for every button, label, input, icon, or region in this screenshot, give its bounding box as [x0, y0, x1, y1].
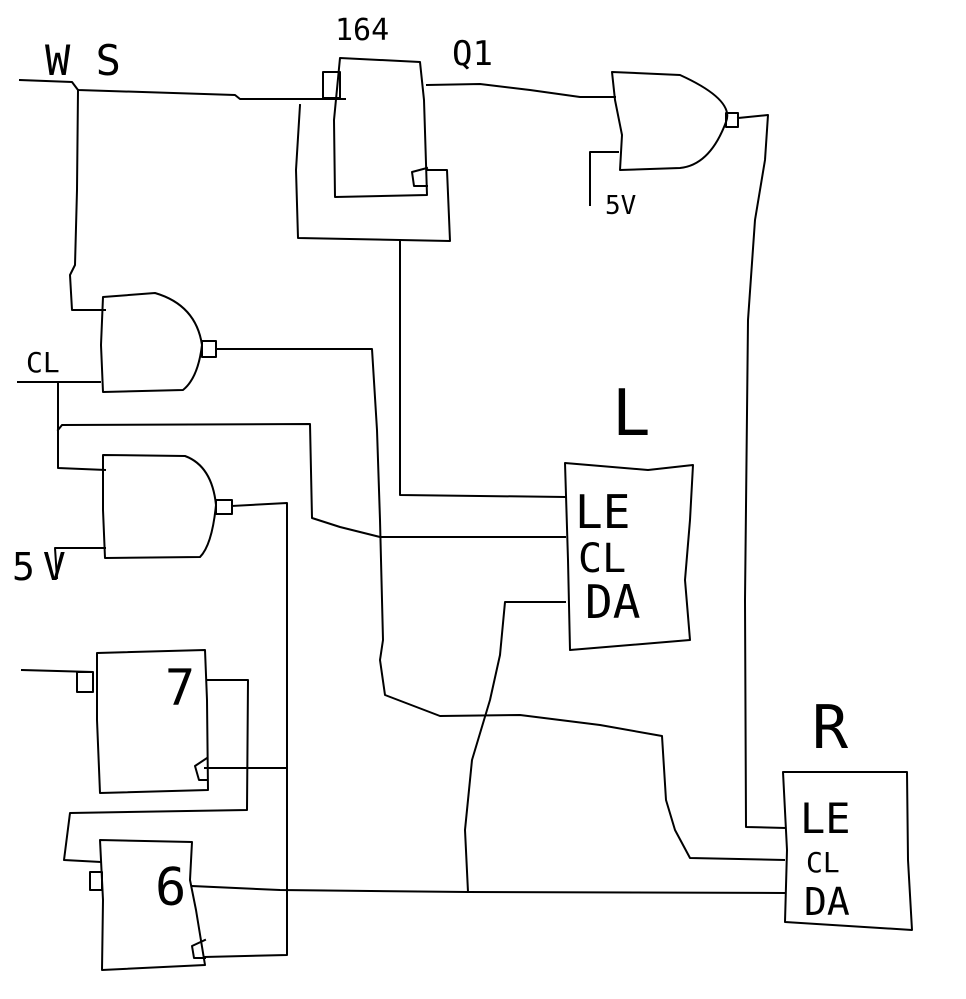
ic-6-input-notch: [89, 871, 103, 891]
wire-5v-lower: [54, 547, 106, 580]
left-dac-body: [564, 462, 694, 651]
ic-7-body: [96, 649, 209, 794]
right-dac-title: R: [812, 693, 849, 763]
nand-gate-1-body: [100, 292, 203, 393]
wire-164-loop: [295, 103, 451, 242]
ic-7-label: 7: [165, 659, 195, 717]
nand-gate-2-body: [102, 454, 217, 559]
nand-gate-1: [100, 292, 217, 393]
wire-left-da-to-bus: [464, 601, 566, 894]
wire-nand2-output-bus: [203, 502, 288, 959]
right-dac-da-label: DA: [804, 880, 850, 924]
wire-ic6-output: [190, 884, 787, 895]
cl-input-label: CL: [26, 346, 60, 379]
left-dac: [564, 462, 694, 651]
wire-cl-to-left-cl: [56, 423, 566, 538]
and-gate-output-bubble: [725, 112, 739, 128]
ws-label: W S: [45, 36, 121, 85]
five-v-upper-label: 5V: [605, 191, 636, 221]
ic-7: [76, 649, 209, 794]
ic-7-input-notch: [76, 671, 94, 693]
wire-ws-to-nand1: [69, 88, 106, 311]
wire-q1-to-and: [425, 83, 616, 98]
ic-6-label: 6: [155, 858, 186, 918]
wire-and-to-right-le: [736, 114, 787, 830]
nand-gate-2: [102, 454, 233, 559]
wire-5v-upper: [589, 151, 619, 206]
left-dac-le-label: LE: [575, 485, 630, 539]
labels: W S 164 Q1 5V CL 5V 7 6 L LE CL DA R LE …: [12, 13, 851, 924]
ic-7-clock-notch: [194, 756, 209, 781]
nand-gate-2-bubble: [215, 499, 233, 515]
and-gate: [611, 71, 739, 171]
wires: [17, 78, 787, 959]
ic-6-clock-notch: [191, 938, 207, 959]
ic-6-body: [99, 839, 206, 971]
right-dac-cl-label: CL: [806, 846, 840, 879]
and-gate-body: [611, 71, 729, 171]
nand-gate-1-bubble: [201, 340, 217, 358]
five-v-lower-label: 5V: [12, 545, 74, 589]
wire-ic7-feedback: [63, 679, 249, 864]
q1-label: Q1: [452, 34, 493, 74]
left-dac-cl-label: CL: [578, 536, 626, 582]
left-dac-title: L: [612, 377, 651, 451]
ic-6: [89, 839, 207, 971]
ic-164-label: 164: [335, 13, 389, 48]
wire-164-to-left-le: [399, 239, 567, 499]
right-dac-body: [782, 771, 913, 931]
wire-cl-branch: [57, 381, 107, 472]
ic-164-body: [333, 57, 428, 198]
ic-164: [322, 57, 429, 198]
wire-nand1-to-right-cl: [215, 348, 786, 862]
wire-ws-input: [18, 78, 346, 100]
left-dac-da-label: DA: [585, 575, 640, 629]
right-dac: [782, 771, 913, 931]
right-dac-le-label: LE: [800, 794, 851, 843]
ic-164-clock-notch: [411, 166, 429, 187]
ic-164-input-notch: [322, 71, 341, 99]
